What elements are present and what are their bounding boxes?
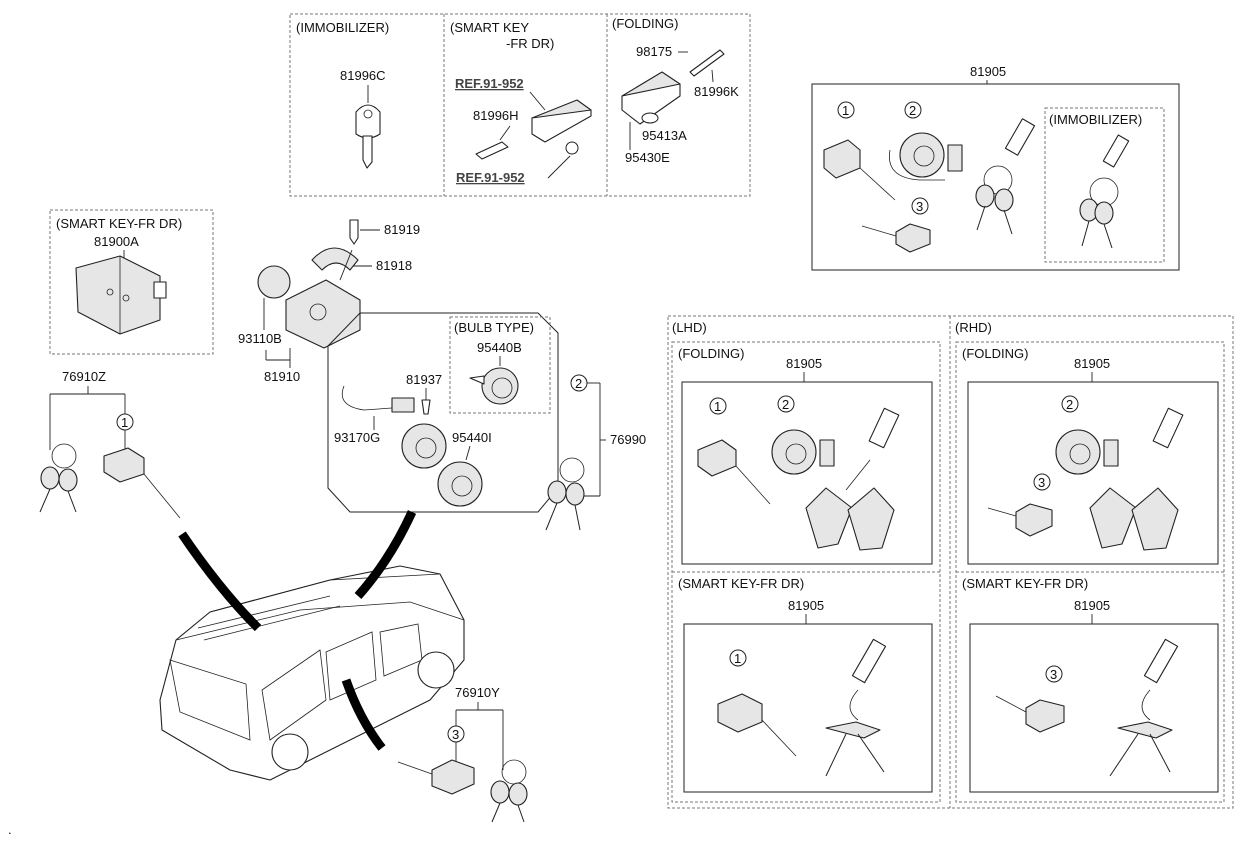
screw-drawing (349, 219, 359, 245)
small-screw-drawing (421, 399, 431, 415)
bulb-ring-drawing (469, 367, 519, 405)
ignition-switch-detail: (BULB TYPE) 95440B 81937 93170G 95440I (327, 312, 559, 513)
door-cylinder-76910Z-drawing (103, 447, 181, 519)
key-variants-box: (IMMOBILIZER) (SMART KEY -FR DR) (FOLDIN… (289, 13, 751, 197)
callout-3: 3 (916, 199, 923, 214)
immobilizer-key-pair-drawing (1079, 134, 1130, 249)
part-81996H: 81996H (473, 108, 519, 123)
lhd-smart-parts-drawing (717, 638, 887, 777)
ignition-assembly: 81919 81918 93110B 81910 (238, 219, 420, 384)
label-lhd-smart: (SMART KEY-FR DR) (678, 576, 804, 591)
part-81905-lhd-folding: 81905 (786, 356, 822, 371)
folding-key-drawing (621, 49, 725, 125)
part-93110B: 93110B (238, 331, 282, 346)
switch-drawing (401, 423, 447, 469)
callout-1-lhd-smart: 1 (734, 651, 741, 666)
callout-3-rhd-folding: 3 (1038, 475, 1045, 490)
ignition-lock-drawing (888, 132, 963, 181)
key-set-76910Y: 76910Y 3 (397, 685, 528, 823)
part-76910Z: 76910Z (62, 369, 106, 384)
label-smart-key-top-line1: (SMART KEY (450, 20, 529, 35)
label-lhd: (LHD) (672, 320, 707, 335)
label-immobilizer-top: (IMMOBILIZER) (296, 20, 389, 35)
key-set-76990: 2 76990 (545, 374, 646, 531)
ref-lower: REF.91-952 (456, 170, 525, 185)
part-76990: 76990 (610, 432, 646, 447)
lhd-rhd-panel: (LHD) (RHD) (FOLDING) 81905 1 2 (SMART K (667, 315, 1234, 809)
part-81905-top: 81905 (970, 64, 1006, 79)
ring-drawing (437, 461, 483, 507)
part-98175: 98175 (636, 44, 672, 59)
part-93170G: 93170G (334, 430, 380, 445)
ref-upper: REF.91-952 (455, 76, 524, 91)
rhd-folding-parts-drawing (987, 407, 1184, 551)
pointer-arrow-3 (341, 678, 386, 751)
part-81905-lhd-smart: 81905 (788, 598, 824, 613)
key-pair-76990-drawing (545, 457, 585, 531)
door-lock-cylinder-drawing (823, 139, 896, 201)
label-immobilizer-right: (IMMOBILIZER) (1049, 112, 1142, 127)
pointer-arrow-2 (354, 510, 417, 599)
immobilizer-key-drawing (355, 104, 381, 169)
callout-2: 2 (909, 103, 916, 118)
smart-key-module-box: (SMART KEY-FR DR) 81900A (49, 209, 214, 355)
callout-3-rhd-smart: 3 (1050, 667, 1057, 682)
footer-mark: . (8, 822, 12, 837)
callout-1-left: 1 (121, 415, 128, 430)
part-95440I: 95440I (452, 430, 492, 445)
label-smart-key-left: (SMART KEY-FR DR) (56, 216, 182, 231)
part-81937: 81937 (406, 372, 442, 387)
callout-1-lhd-folding: 1 (714, 399, 721, 414)
harness-drawing (341, 385, 415, 413)
part-81905-rhd-smart: 81905 (1074, 598, 1110, 613)
part-81900A: 81900A (94, 234, 139, 249)
key-set-76910Z: 76910Z 1 (39, 369, 181, 519)
assembly-81905-top: 81905 (IMMOBILIZER) 1 2 3 (811, 64, 1180, 271)
trunk-cylinder-76910Y-drawing (397, 759, 475, 795)
vehicle-drawing (159, 565, 465, 781)
label-rhd: (RHD) (955, 320, 992, 335)
smart-key-module-drawing (75, 255, 167, 335)
part-81996K: 81996K (694, 84, 739, 99)
lhd-folding-parts-drawing (697, 407, 900, 551)
callout-3-bottom: 3 (452, 727, 459, 742)
key-pair-76910Z-drawing (39, 443, 78, 513)
label-smart-key-top-line2: -FR DR) (506, 36, 554, 51)
callout-2-rhd-folding: 2 (1066, 397, 1073, 412)
part-95430E: 95430E (625, 150, 670, 165)
steering-lock-drawing (257, 249, 361, 349)
callout-2-lhd-folding: 2 (782, 397, 789, 412)
key-pair-drawing (975, 118, 1036, 235)
label-rhd-folding: (FOLDING) (962, 346, 1028, 361)
part-76910Y: 76910Y (455, 685, 500, 700)
part-95413A: 95413A (642, 128, 687, 143)
trunk-cylinder-drawing (861, 223, 931, 253)
label-folding-top: (FOLDING) (612, 16, 678, 31)
pointer-arrow-1 (178, 531, 262, 632)
part-95440B: 95440B (477, 340, 522, 355)
label-bulb-type: (BULB TYPE) (454, 320, 534, 335)
label-lhd-folding: (FOLDING) (678, 346, 744, 361)
part-81910: 81910 (264, 369, 300, 384)
part-81919: 81919 (384, 222, 420, 237)
callout-1: 1 (842, 103, 849, 118)
key-pair-76910Y-drawing (490, 759, 528, 823)
part-81905-rhd-folding: 81905 (1074, 356, 1110, 371)
label-rhd-smart: (SMART KEY-FR DR) (962, 576, 1088, 591)
smart-key-fob-drawing (475, 99, 592, 160)
part-81918: 81918 (376, 258, 412, 273)
rhd-smart-parts-drawing (995, 638, 1179, 777)
callout-2-center: 2 (575, 376, 582, 391)
part-81996C: 81996C (340, 68, 386, 83)
